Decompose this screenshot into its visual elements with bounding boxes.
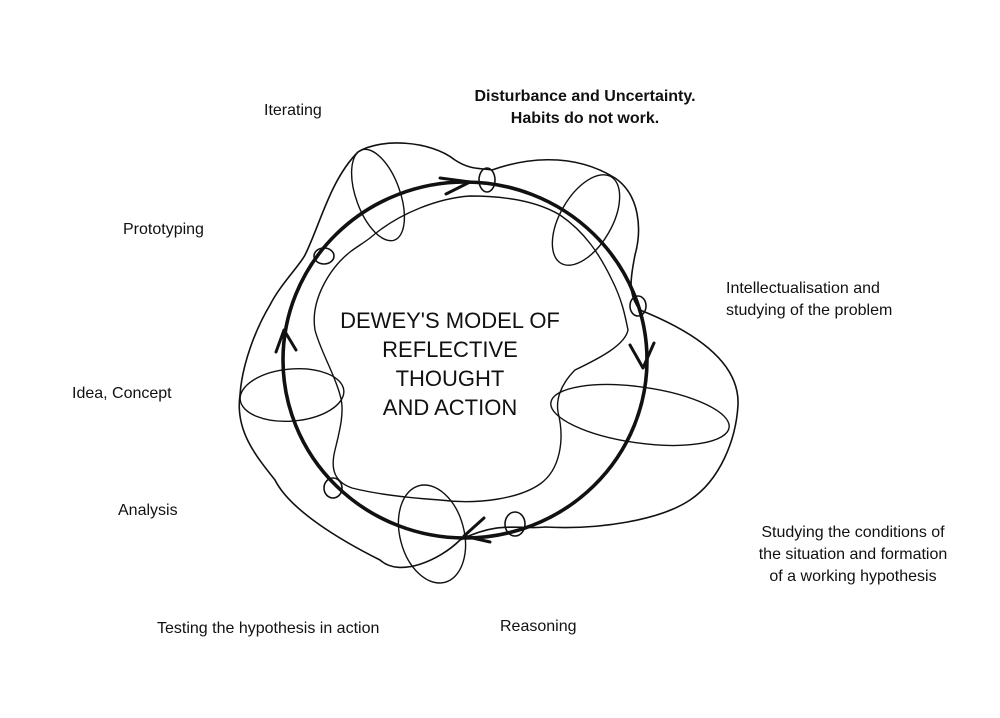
cross-section-top-left [350, 148, 406, 242]
arrow-top [438, 176, 472, 196]
label-prototyping: Prototyping [123, 221, 204, 238]
label-studying-conditions-line-1: Studying the conditions of [761, 524, 945, 541]
inner-wavy-loop [313, 195, 629, 503]
arrow-right [628, 341, 656, 370]
cross-section-top-right [551, 174, 621, 266]
label-reasoning: Reasoning [500, 618, 577, 635]
knot-top [478, 167, 496, 193]
cross-section-left [239, 368, 345, 422]
cross-section-right [550, 383, 730, 447]
arrow-left [274, 328, 298, 354]
label-studying-conditions-line-3: of a working hypothesis [769, 568, 937, 585]
knot-bottom-right [504, 511, 526, 537]
arrow-bottom [462, 516, 492, 544]
label-intellectualisation: Intellectualisation and studying of the … [726, 278, 892, 322]
diagram-title: DEWEY'S MODEL OF REFLECTIVE THOUGHT AND … [330, 306, 570, 422]
label-intellectualisation-line-2: studying of the problem [726, 302, 893, 319]
label-disturbance-line-2: Habits do not work. [510, 110, 660, 127]
label-studying-conditions: Studying the conditions of the situation… [720, 522, 986, 588]
cross-section-bottom [397, 484, 467, 584]
label-testing: Testing the hypothesis in action [157, 620, 380, 637]
label-disturbance-line-1: Disturbance and Uncertainty. [474, 88, 696, 105]
label-intellectualisation-line-1: Intellectualisation and [726, 280, 880, 297]
label-iterating: Iterating [264, 102, 322, 119]
label-analysis: Analysis [118, 502, 178, 519]
title-line-2: REFLECTIVE THOUGHT [382, 337, 518, 391]
outer-wavy-loop [238, 142, 739, 569]
label-idea-concept: Idea, Concept [72, 385, 172, 402]
knot-left-lower [323, 477, 343, 499]
knot-left-upper [313, 247, 335, 265]
title-line-1: DEWEY'S MODEL OF [340, 308, 560, 333]
title-line-3: AND ACTION [382, 395, 518, 420]
label-studying-conditions-line-2: the situation and formation [758, 546, 948, 563]
label-disturbance: Disturbance and Uncertainty. Habits do n… [455, 86, 715, 130]
knot-right [629, 295, 647, 317]
